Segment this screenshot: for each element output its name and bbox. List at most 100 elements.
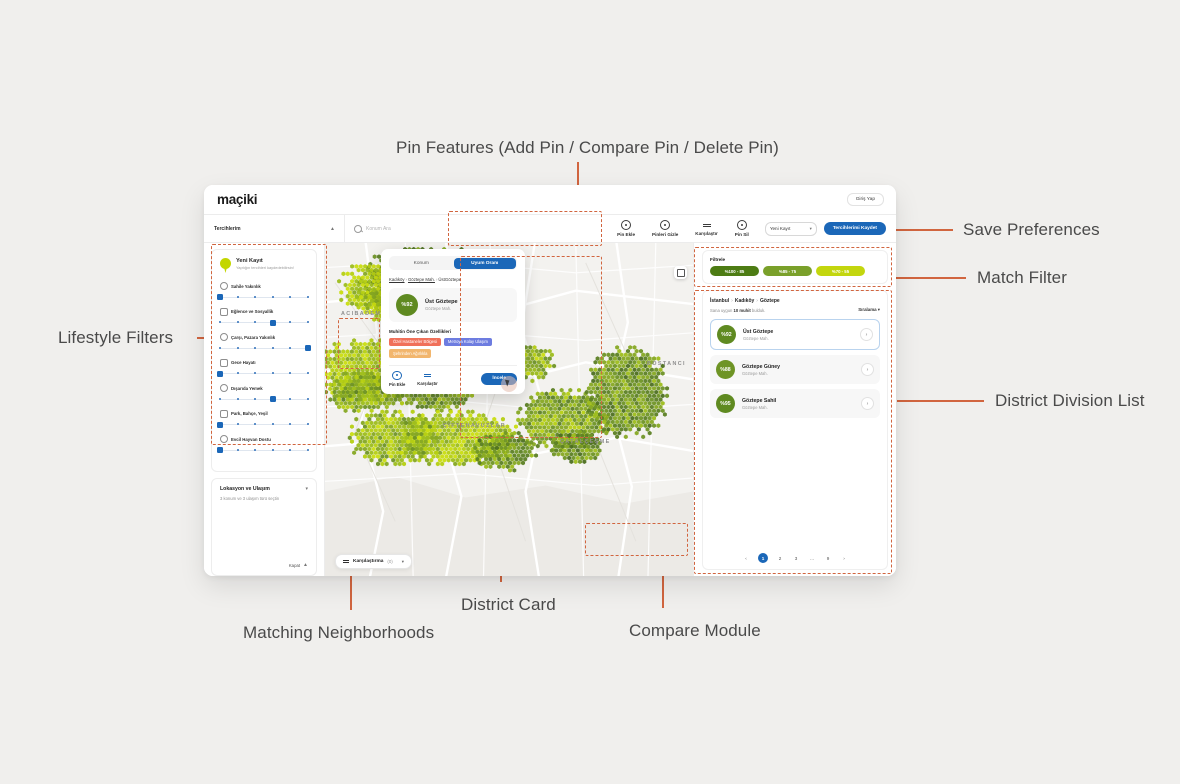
lifestyle-filter-slider[interactable] [217, 294, 310, 301]
pin-tool-delete-pin[interactable]: Pin Sil [735, 220, 749, 237]
match-chip-group: %100 - 85 %85 - 75 %70 - 55 [710, 266, 880, 276]
lifestyle-filter-label: Çarşı, Pazara Yakınlık [231, 334, 276, 340]
search-icon [354, 224, 362, 233]
slider-tick [289, 372, 292, 375]
tree-icon [220, 409, 228, 418]
lifestyle-filter-slider[interactable] [218, 319, 310, 326]
preferences-dropdown[interactable]: Tercihlerim ▲ [204, 215, 345, 242]
slider-knob[interactable] [269, 319, 276, 326]
match-score-badge: %88 [716, 360, 735, 379]
slider-tick [236, 372, 239, 375]
chevron-right-icon[interactable]: › [861, 397, 874, 410]
building-icon [220, 307, 228, 316]
lifestyle-filter-6[interactable]: Evcil Hayvan Dostu [217, 435, 310, 454]
district-card[interactable]: Konum Uyum Oranı Kadıköy›Göztepe Mah.›Üs… [381, 249, 525, 394]
login-button[interactable]: Giriş Yap [846, 193, 884, 206]
leader-save-preferences [891, 229, 953, 231]
pin-tools-group: Pin Ekle Pinleri Gizle Karşılaştır Pin S… [607, 215, 765, 242]
basket-icon [220, 333, 228, 341]
location-close[interactable]: Kapat ▲ [220, 562, 308, 568]
save-preferences-button[interactable]: Tercihlerimi Kaydet [823, 222, 886, 235]
page-next[interactable]: › [843, 555, 845, 561]
page-3[interactable]: 3 [794, 555, 798, 561]
lifestyle-filter-1[interactable]: Eğlence ve Sosyallik [218, 307, 310, 327]
breadcrumb-item[interactable]: Göztepe [759, 298, 780, 304]
fullscreen-button[interactable] [674, 266, 687, 279]
page-1[interactable]: 1 [758, 553, 768, 563]
right-panel: Filtrele %100 - 85%85 - 75%70 - 55 İstan… [693, 243, 896, 576]
breadcrumb-item[interactable]: İstanbul [710, 298, 730, 304]
card-action-label: Karşılaştır [417, 381, 438, 386]
search-input[interactable]: Konum Ara [345, 215, 607, 242]
lifestyle-filter-5[interactable]: Park, Bahçe, Yeşil [217, 409, 310, 429]
pin-tool-hide-pins[interactable]: Pinleri Gizle [652, 220, 678, 237]
lifestyle-filter-slider[interactable] [218, 396, 310, 403]
match-chip[interactable]: %85 - 75 [763, 266, 812, 276]
map-pin-icon [220, 258, 231, 273]
slider-knob[interactable] [269, 396, 276, 403]
page-9[interactable]: 9 [826, 555, 830, 561]
compare-label: Karşılaştırma [353, 559, 384, 564]
card-action-add-pin[interactable]: Pin Ekle [389, 370, 405, 387]
slider-knob[interactable] [305, 345, 311, 352]
mouse-cursor [501, 376, 517, 392]
map-canvas[interactable]: ACIBADEMKUYUBAŞIZİVERBEYÇİFTEHAVUZLARÇAT… [325, 243, 693, 576]
match-score-badge: %95 [716, 394, 735, 413]
card-action-compare[interactable]: Karşılaştır [417, 372, 438, 386]
breadcrumb-item[interactable]: Göztepe Mah. [407, 277, 435, 282]
pin-tool-compare[interactable]: Karşılaştır [695, 221, 718, 236]
pagination: ‹ 1 2 3 … 9 › [710, 548, 880, 563]
slider-knob[interactable] [217, 294, 223, 301]
lifestyle-filter-4[interactable]: Dışarıda Yemek [218, 384, 310, 403]
chevron-right-icon[interactable]: › [860, 328, 873, 341]
lifestyle-filter-slider[interactable] [217, 421, 310, 428]
page-…[interactable]: … [809, 555, 815, 561]
location-section-title: Lokasyon ve Ulaşım [220, 485, 270, 492]
chevron-right-icon[interactable]: › [861, 363, 874, 376]
register-prompt[interactable]: Yeni Kayıt Yaptığın tercihleri kaydedebi… [220, 258, 308, 273]
slider-tick [236, 346, 239, 349]
slider-tick [289, 448, 292, 451]
neighborhood-mahalle: Göztepe Mah. [742, 370, 768, 376]
tab-uyum-orani[interactable]: Uyum Oranı [454, 257, 516, 269]
neighborhood-name: Göztepe Sahil [742, 397, 777, 404]
lifestyle-filter-slider[interactable] [218, 345, 311, 352]
breadcrumb-item[interactable]: Kadıköy [389, 277, 405, 282]
tab-konum[interactable]: Konum [413, 260, 429, 266]
sort-dropdown[interactable]: Sıralama ▾ [858, 307, 880, 312]
slider-tick [254, 372, 257, 375]
page-2[interactable]: 2 [778, 555, 782, 561]
breadcrumb-item[interactable]: Kadıköy [734, 298, 755, 304]
match-score-badge: %92 [717, 325, 736, 344]
slider-knob[interactable] [217, 370, 223, 377]
lifestyle-filter-0[interactable]: Sahile Yakınlık [217, 282, 310, 301]
match-score-badge: %92 [396, 294, 418, 316]
compare-module[interactable]: Karşılaştırma (0) ▾ [335, 554, 412, 569]
page-prev[interactable]: ‹ [745, 555, 747, 561]
slider-tick [306, 321, 310, 324]
fullscreen-icon [676, 268, 685, 277]
slider-tick [236, 448, 239, 451]
slider-knob[interactable] [217, 421, 223, 428]
slider-tick [289, 295, 292, 298]
location-transport-card[interactable]: Lokasyon ve Ulaşım ▾ 3 konum ve 3 ulaşım… [211, 477, 317, 576]
pin-tool-add-pin[interactable]: Pin Ekle [617, 220, 635, 237]
slider-tick [254, 295, 257, 298]
match-chip[interactable]: %100 - 85 [710, 266, 759, 276]
account-select[interactable]: Yeni Kayıt ▾ [764, 221, 817, 236]
lifestyle-filter-2[interactable]: Çarşı, Pazara Yakınlık [218, 333, 311, 352]
lifestyle-filter-3[interactable]: Gece Hayatı [217, 358, 310, 378]
lifestyle-filter-slider[interactable] [217, 370, 310, 377]
district-card-tabs: Konum Uyum Oranı [389, 256, 517, 270]
slider-tick [306, 448, 310, 451]
chevron-up-icon: ▲ [330, 225, 335, 232]
slider-knob[interactable] [217, 447, 223, 454]
slider-tick [254, 397, 257, 400]
lifestyle-filter-slider[interactable] [217, 447, 310, 454]
slider-tick [306, 295, 310, 298]
match-chip[interactable]: %70 - 55 [816, 266, 865, 276]
